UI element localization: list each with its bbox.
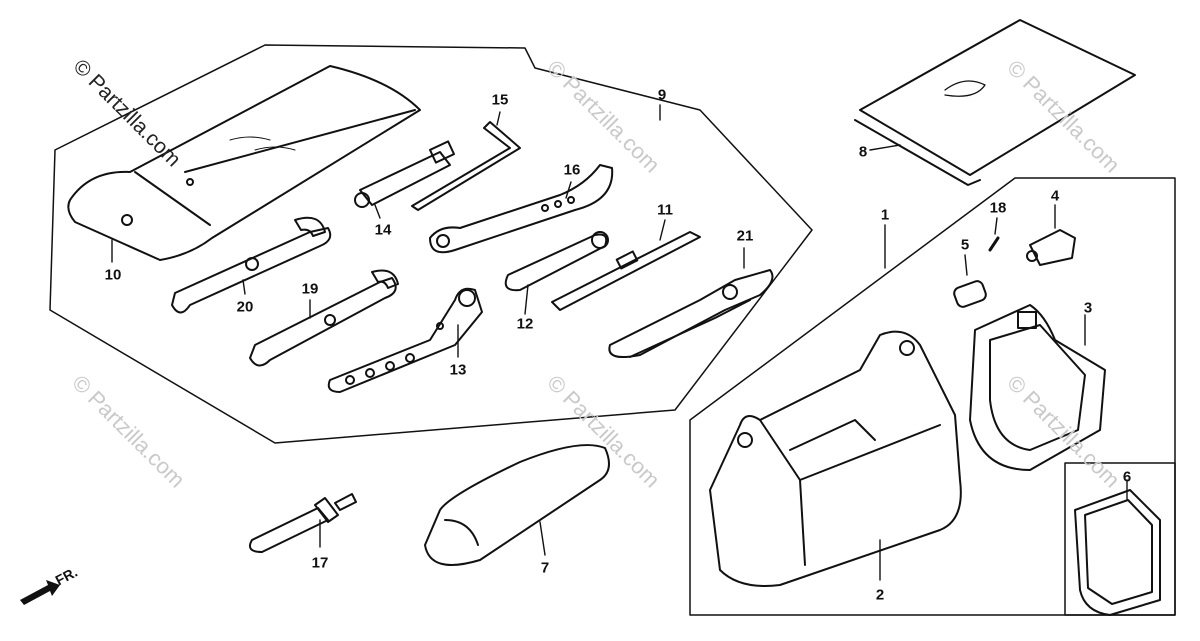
callout-16: 16 <box>563 161 581 179</box>
hex-key-15 <box>411 121 521 211</box>
spanner-16 <box>429 164 614 254</box>
callout-19: 19 <box>301 280 319 298</box>
gasket-frame-outline <box>1064 462 1176 616</box>
foam-sleeve-7 <box>424 444 610 566</box>
socket-wrench-14 <box>354 140 456 208</box>
callout-1: 1 <box>880 206 890 224</box>
gasket-6 <box>1074 489 1161 616</box>
callout-2: 2 <box>875 586 885 604</box>
callout-6: 6 <box>1122 468 1132 486</box>
callout-20: 20 <box>236 298 254 316</box>
tool-kit-outline <box>49 44 813 444</box>
callout-5: 5 <box>960 236 970 254</box>
callout-14: 14 <box>374 221 392 239</box>
callout-12: 12 <box>516 315 534 333</box>
toolbox-outline <box>689 177 1176 616</box>
spanner-13 <box>327 287 483 393</box>
doc-pouch-8 <box>854 19 1136 186</box>
callout-11: 11 <box>657 201 673 219</box>
latch-4 <box>1026 229 1076 266</box>
pin-18 <box>988 236 1000 252</box>
callout-8: 8 <box>858 143 868 161</box>
callout-10: 10 <box>104 266 122 284</box>
wrench-20 <box>171 216 332 314</box>
cover-3 <box>969 304 1106 471</box>
callout-7: 7 <box>540 559 550 577</box>
extension-17 <box>249 493 357 553</box>
callout-4: 4 <box>1050 187 1060 205</box>
wrench-19 <box>249 269 399 367</box>
callout-21: 21 <box>736 227 754 245</box>
callout-17: 17 <box>311 554 329 572</box>
callout-15: 15 <box>491 91 509 109</box>
callout-9: 9 <box>657 86 667 104</box>
front-arrow-icon <box>20 580 60 605</box>
leader-lines <box>111 104 1128 581</box>
toolbox-2 <box>709 330 962 587</box>
screwdriver-12 <box>504 231 609 292</box>
callout-13: 13 <box>449 361 467 379</box>
lock-5 <box>953 280 987 308</box>
pliers-21 <box>608 269 774 358</box>
callout-3: 3 <box>1083 299 1093 317</box>
tool-roll <box>67 65 421 261</box>
callout-18: 18 <box>989 199 1007 217</box>
screwdriver-bit-11 <box>551 231 701 311</box>
